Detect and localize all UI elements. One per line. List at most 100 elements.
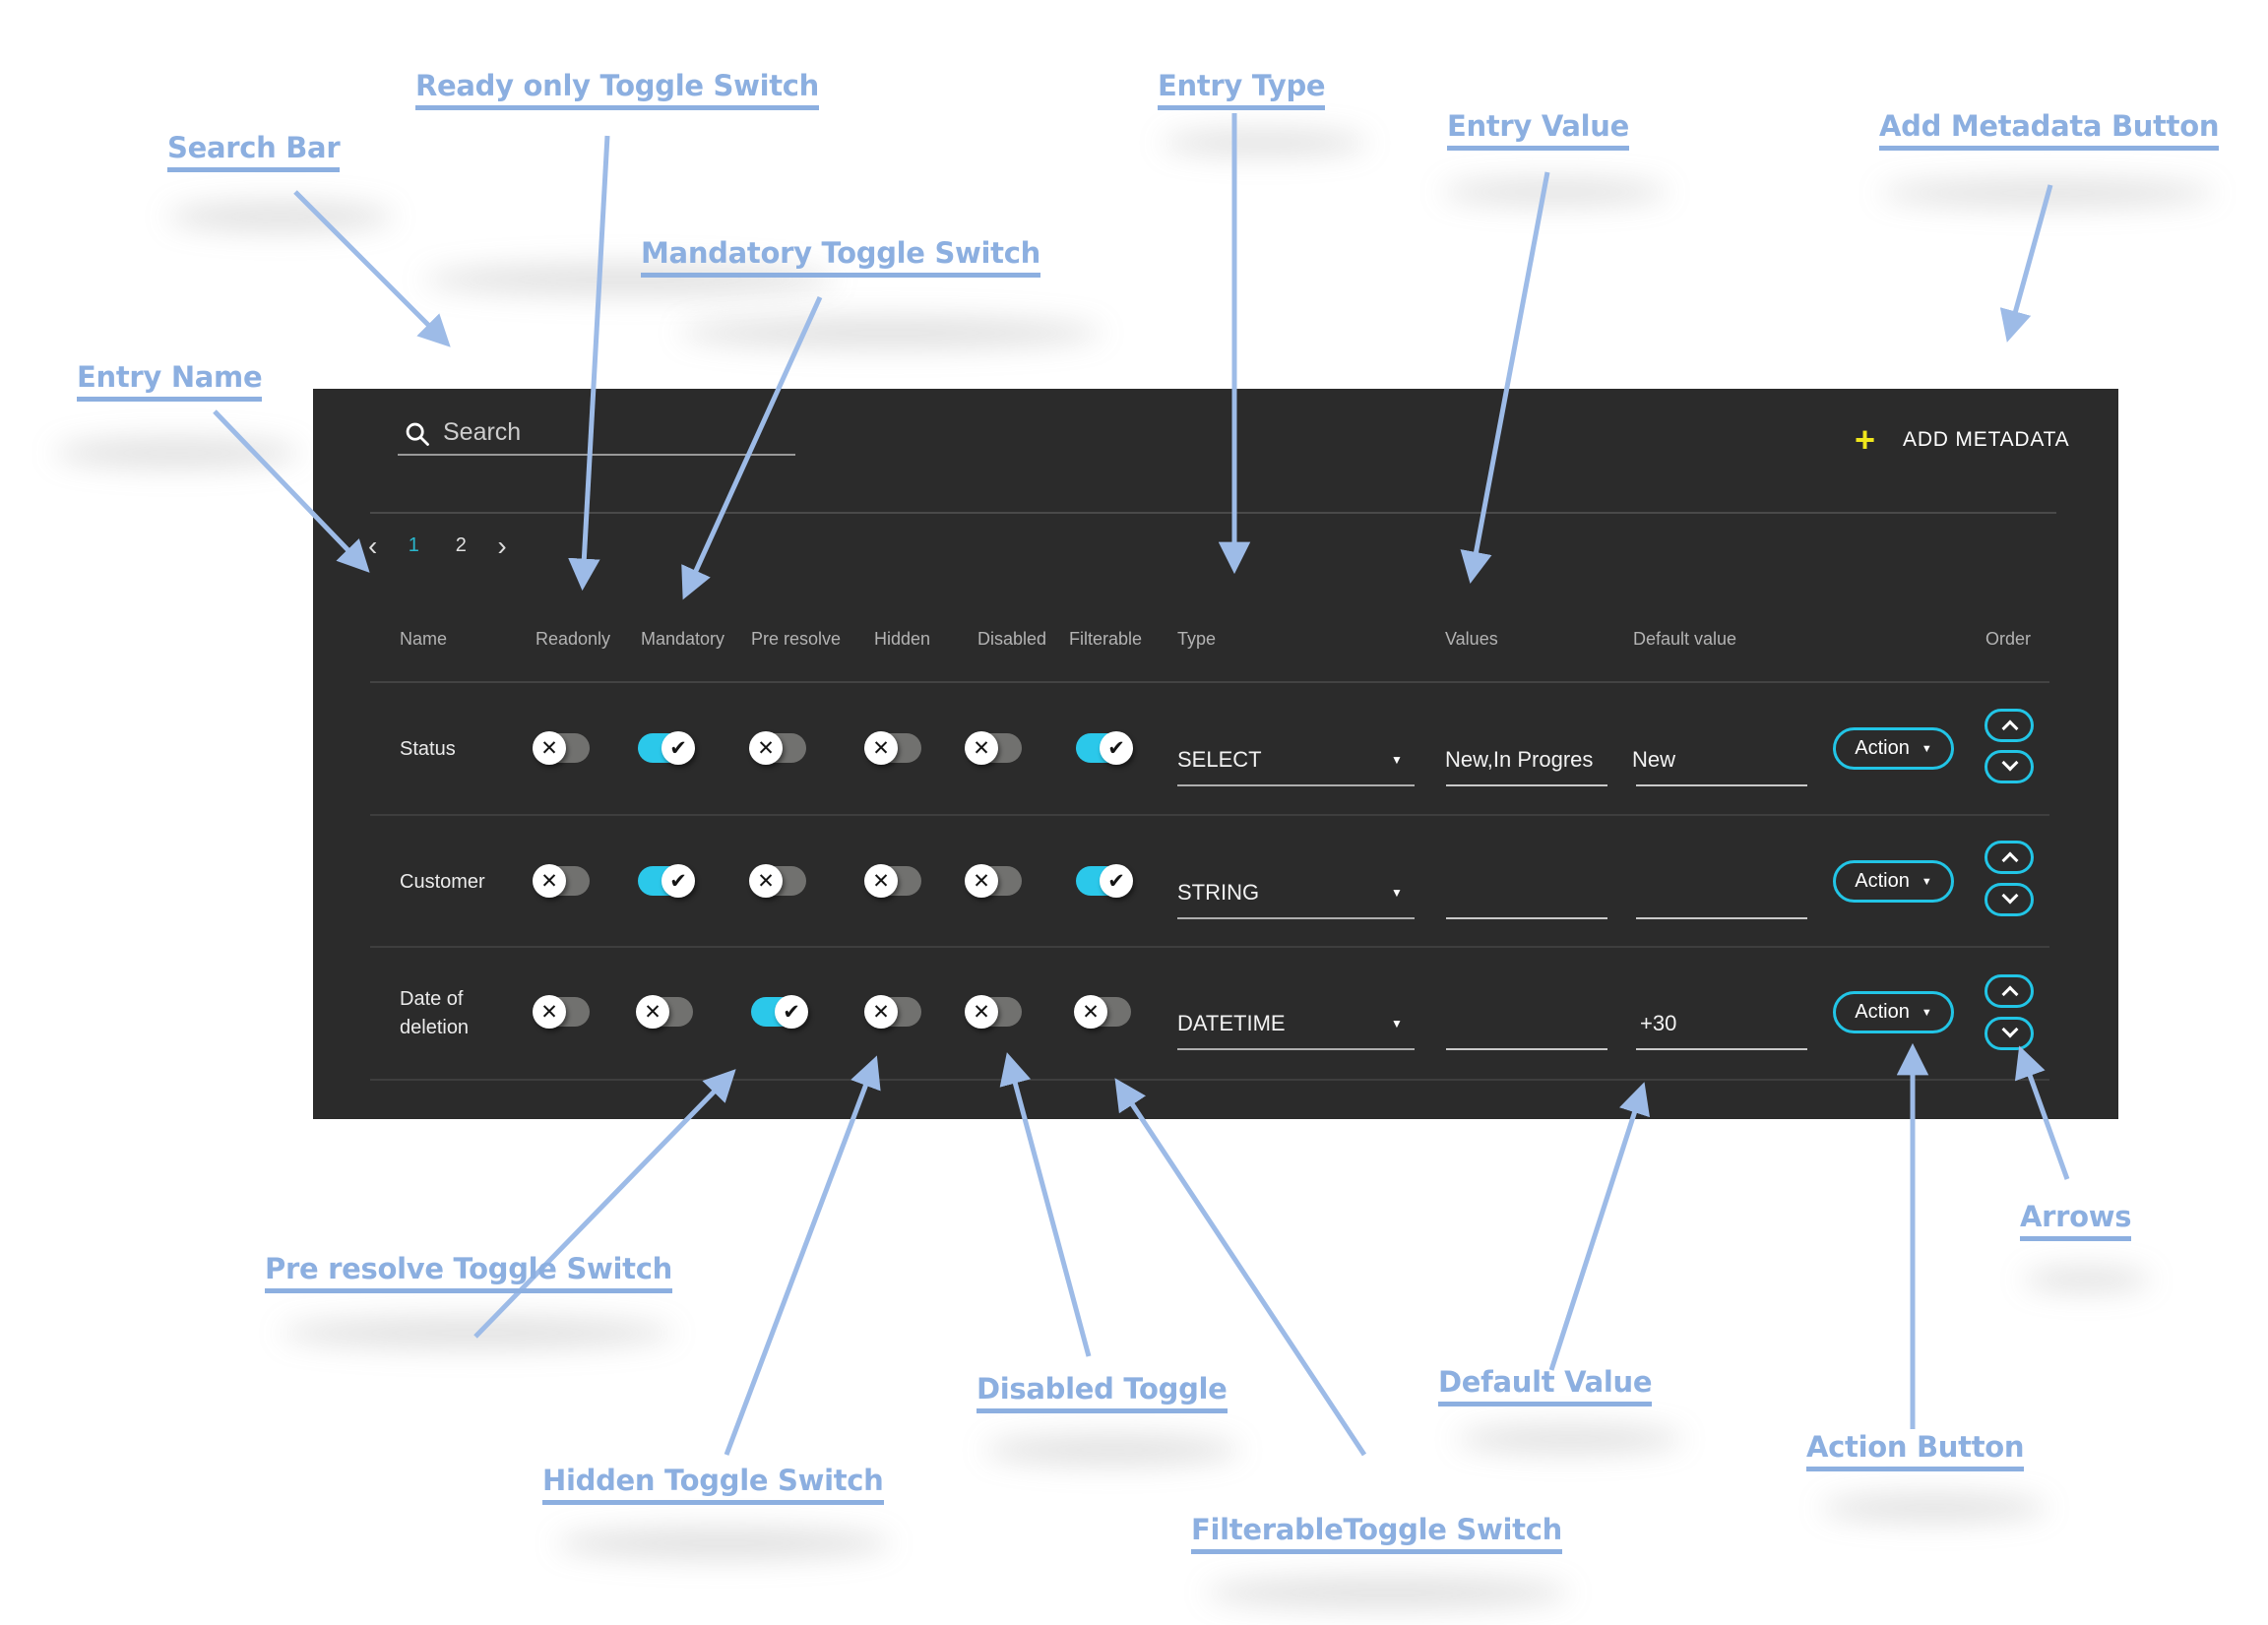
- arrow-hidden: [724, 1055, 881, 1456]
- next-page-icon[interactable]: ›: [497, 530, 507, 561]
- readonly-toggle[interactable]: ✕: [533, 995, 590, 1029]
- pagination: ‹ 1 2 ›: [368, 530, 507, 561]
- col-header-name: Name: [400, 629, 448, 649]
- pre-resolve-toggle[interactable]: ✕: [749, 731, 806, 765]
- order-up-button[interactable]: [1984, 709, 2034, 742]
- x-glyph: ✕: [533, 731, 566, 765]
- dropdown-caret-icon[interactable]: ▼: [1391, 1017, 1403, 1031]
- x-glyph: ✕: [864, 864, 898, 898]
- dropdown-caret-icon[interactable]: ▼: [1391, 886, 1403, 900]
- x-glyph: ✕: [864, 995, 898, 1029]
- dropdown-caret-icon[interactable]: ▼: [1391, 753, 1403, 767]
- annotation-ready-only: Ready only Toggle Switch: [415, 69, 819, 110]
- hidden-toggle[interactable]: ✕: [864, 995, 921, 1029]
- annotation-entry-value: Entry Value: [1447, 109, 1629, 151]
- chevron-up-icon: [2001, 985, 2019, 1003]
- page-1[interactable]: 1: [408, 534, 419, 556]
- shadow-cloud: [281, 1317, 674, 1348]
- metadata-panel: + ADD METADATA ‹ 1 2 › Name Readonly Man…: [313, 389, 2118, 1119]
- search-bar: [398, 410, 795, 458]
- col-header-mandatory: Mandatory: [641, 629, 725, 649]
- add-metadata-button[interactable]: + ADD METADATA: [1849, 418, 2075, 462]
- check-glyph: ✔: [662, 864, 695, 898]
- filterable-toggle[interactable]: ✕: [1074, 995, 1131, 1029]
- col-header-pre-resolve: Pre resolve: [751, 629, 842, 649]
- x-glyph: ✕: [965, 864, 998, 898]
- annotation-default-value: Default Value: [1438, 1365, 1653, 1406]
- annotation-search-bar: Search Bar: [167, 131, 341, 172]
- row-name: Status: [400, 738, 456, 760]
- values-underline: [1446, 1048, 1607, 1050]
- mandatory-toggle[interactable]: ✔: [638, 864, 695, 898]
- prev-page-icon[interactable]: ‹: [368, 530, 378, 561]
- x-glyph: ✕: [533, 995, 566, 1029]
- annotation-disabled: Disabled Toggle: [976, 1372, 1228, 1413]
- hidden-toggle[interactable]: ✕: [864, 864, 921, 898]
- readonly-toggle[interactable]: ✕: [533, 731, 590, 765]
- order-down-button[interactable]: [1984, 1017, 2034, 1050]
- col-header-values: Values: [1445, 629, 1498, 649]
- pre-resolve-toggle[interactable]: ✕: [749, 864, 806, 898]
- mandatory-toggle[interactable]: ✔: [638, 731, 695, 765]
- disabled-toggle[interactable]: ✕: [965, 995, 1022, 1029]
- annotation-arrows: Arrows: [2020, 1200, 2132, 1241]
- type-select[interactable]: SELECT: [1177, 747, 1262, 772]
- readonly-toggle[interactable]: ✕: [533, 864, 590, 898]
- row-name: Customer: [400, 871, 485, 893]
- annotation-entry-name: Entry Name: [77, 360, 263, 402]
- hidden-toggle[interactable]: ✕: [864, 731, 921, 765]
- annotation-action-button: Action Button: [1806, 1430, 2025, 1471]
- annotation-pre-resolve: Pre resolve Toggle Switch: [265, 1252, 672, 1293]
- default-value-field[interactable]: +30: [1640, 1011, 1677, 1035]
- disabled-toggle[interactable]: ✕: [965, 864, 1022, 898]
- row-divider: [370, 946, 2049, 948]
- action-button[interactable]: Action ▼: [1833, 860, 1954, 903]
- values-field[interactable]: New,In Progres: [1445, 747, 1594, 772]
- default-value-field[interactable]: New: [1632, 747, 1676, 772]
- type-underline: [1177, 784, 1415, 786]
- shadow-cloud: [54, 438, 300, 468]
- order-down-button[interactable]: [1984, 883, 2034, 916]
- disabled-toggle[interactable]: ✕: [965, 731, 1022, 765]
- order-up-button[interactable]: [1984, 974, 2034, 1008]
- type-underline: [1177, 1048, 1415, 1050]
- dropdown-caret-icon: ▼: [1921, 875, 1932, 888]
- col-header-type: Type: [1177, 629, 1217, 649]
- col-header-default-value: Default value: [1633, 629, 1737, 649]
- row-name-line2: deletion: [400, 1017, 470, 1038]
- type-select[interactable]: DATETIME: [1177, 1011, 1286, 1035]
- shadow-cloud: [167, 202, 394, 231]
- row-name: Date of deletion: [400, 985, 469, 1042]
- x-glyph: ✕: [636, 995, 669, 1029]
- check-glyph: ✔: [662, 731, 695, 765]
- x-glyph: ✕: [965, 995, 998, 1029]
- x-glyph: ✕: [533, 864, 566, 898]
- annotation-entry-type: Entry Type: [1158, 69, 1326, 110]
- type-select[interactable]: STRING: [1177, 880, 1260, 905]
- order-up-button[interactable]: [1984, 841, 2034, 874]
- action-button[interactable]: Action ▼: [1833, 727, 1954, 770]
- annotation-add-metadata: Add Metadata Button: [1879, 109, 2220, 151]
- shadow-cloud: [556, 1528, 891, 1559]
- filterable-toggle[interactable]: ✔: [1076, 731, 1133, 765]
- shadow-cloud: [679, 317, 1102, 348]
- mandatory-toggle[interactable]: ✕: [636, 995, 693, 1029]
- check-glyph: ✔: [775, 995, 808, 1029]
- add-metadata-label: ADD METADATA: [1903, 428, 2070, 451]
- filterable-toggle[interactable]: ✔: [1076, 864, 1133, 898]
- search-divider: [370, 512, 2056, 514]
- pre-resolve-toggle[interactable]: ✔: [751, 995, 808, 1029]
- col-header-filterable: Filterable: [1069, 629, 1143, 649]
- chevron-down-icon: [2001, 887, 2019, 905]
- shadow-cloud: [1457, 1425, 1683, 1453]
- shadow-cloud: [1821, 1494, 2048, 1522]
- search-input[interactable]: [398, 410, 795, 456]
- order-down-button[interactable]: [1984, 750, 2034, 783]
- action-button[interactable]: Action ▼: [1833, 991, 1954, 1033]
- page-2[interactable]: 2: [455, 534, 467, 556]
- default-underline: [1636, 1048, 1807, 1050]
- chevron-up-icon: [2001, 719, 2019, 737]
- values-underline: [1446, 917, 1607, 919]
- shadow-cloud: [1162, 130, 1368, 156]
